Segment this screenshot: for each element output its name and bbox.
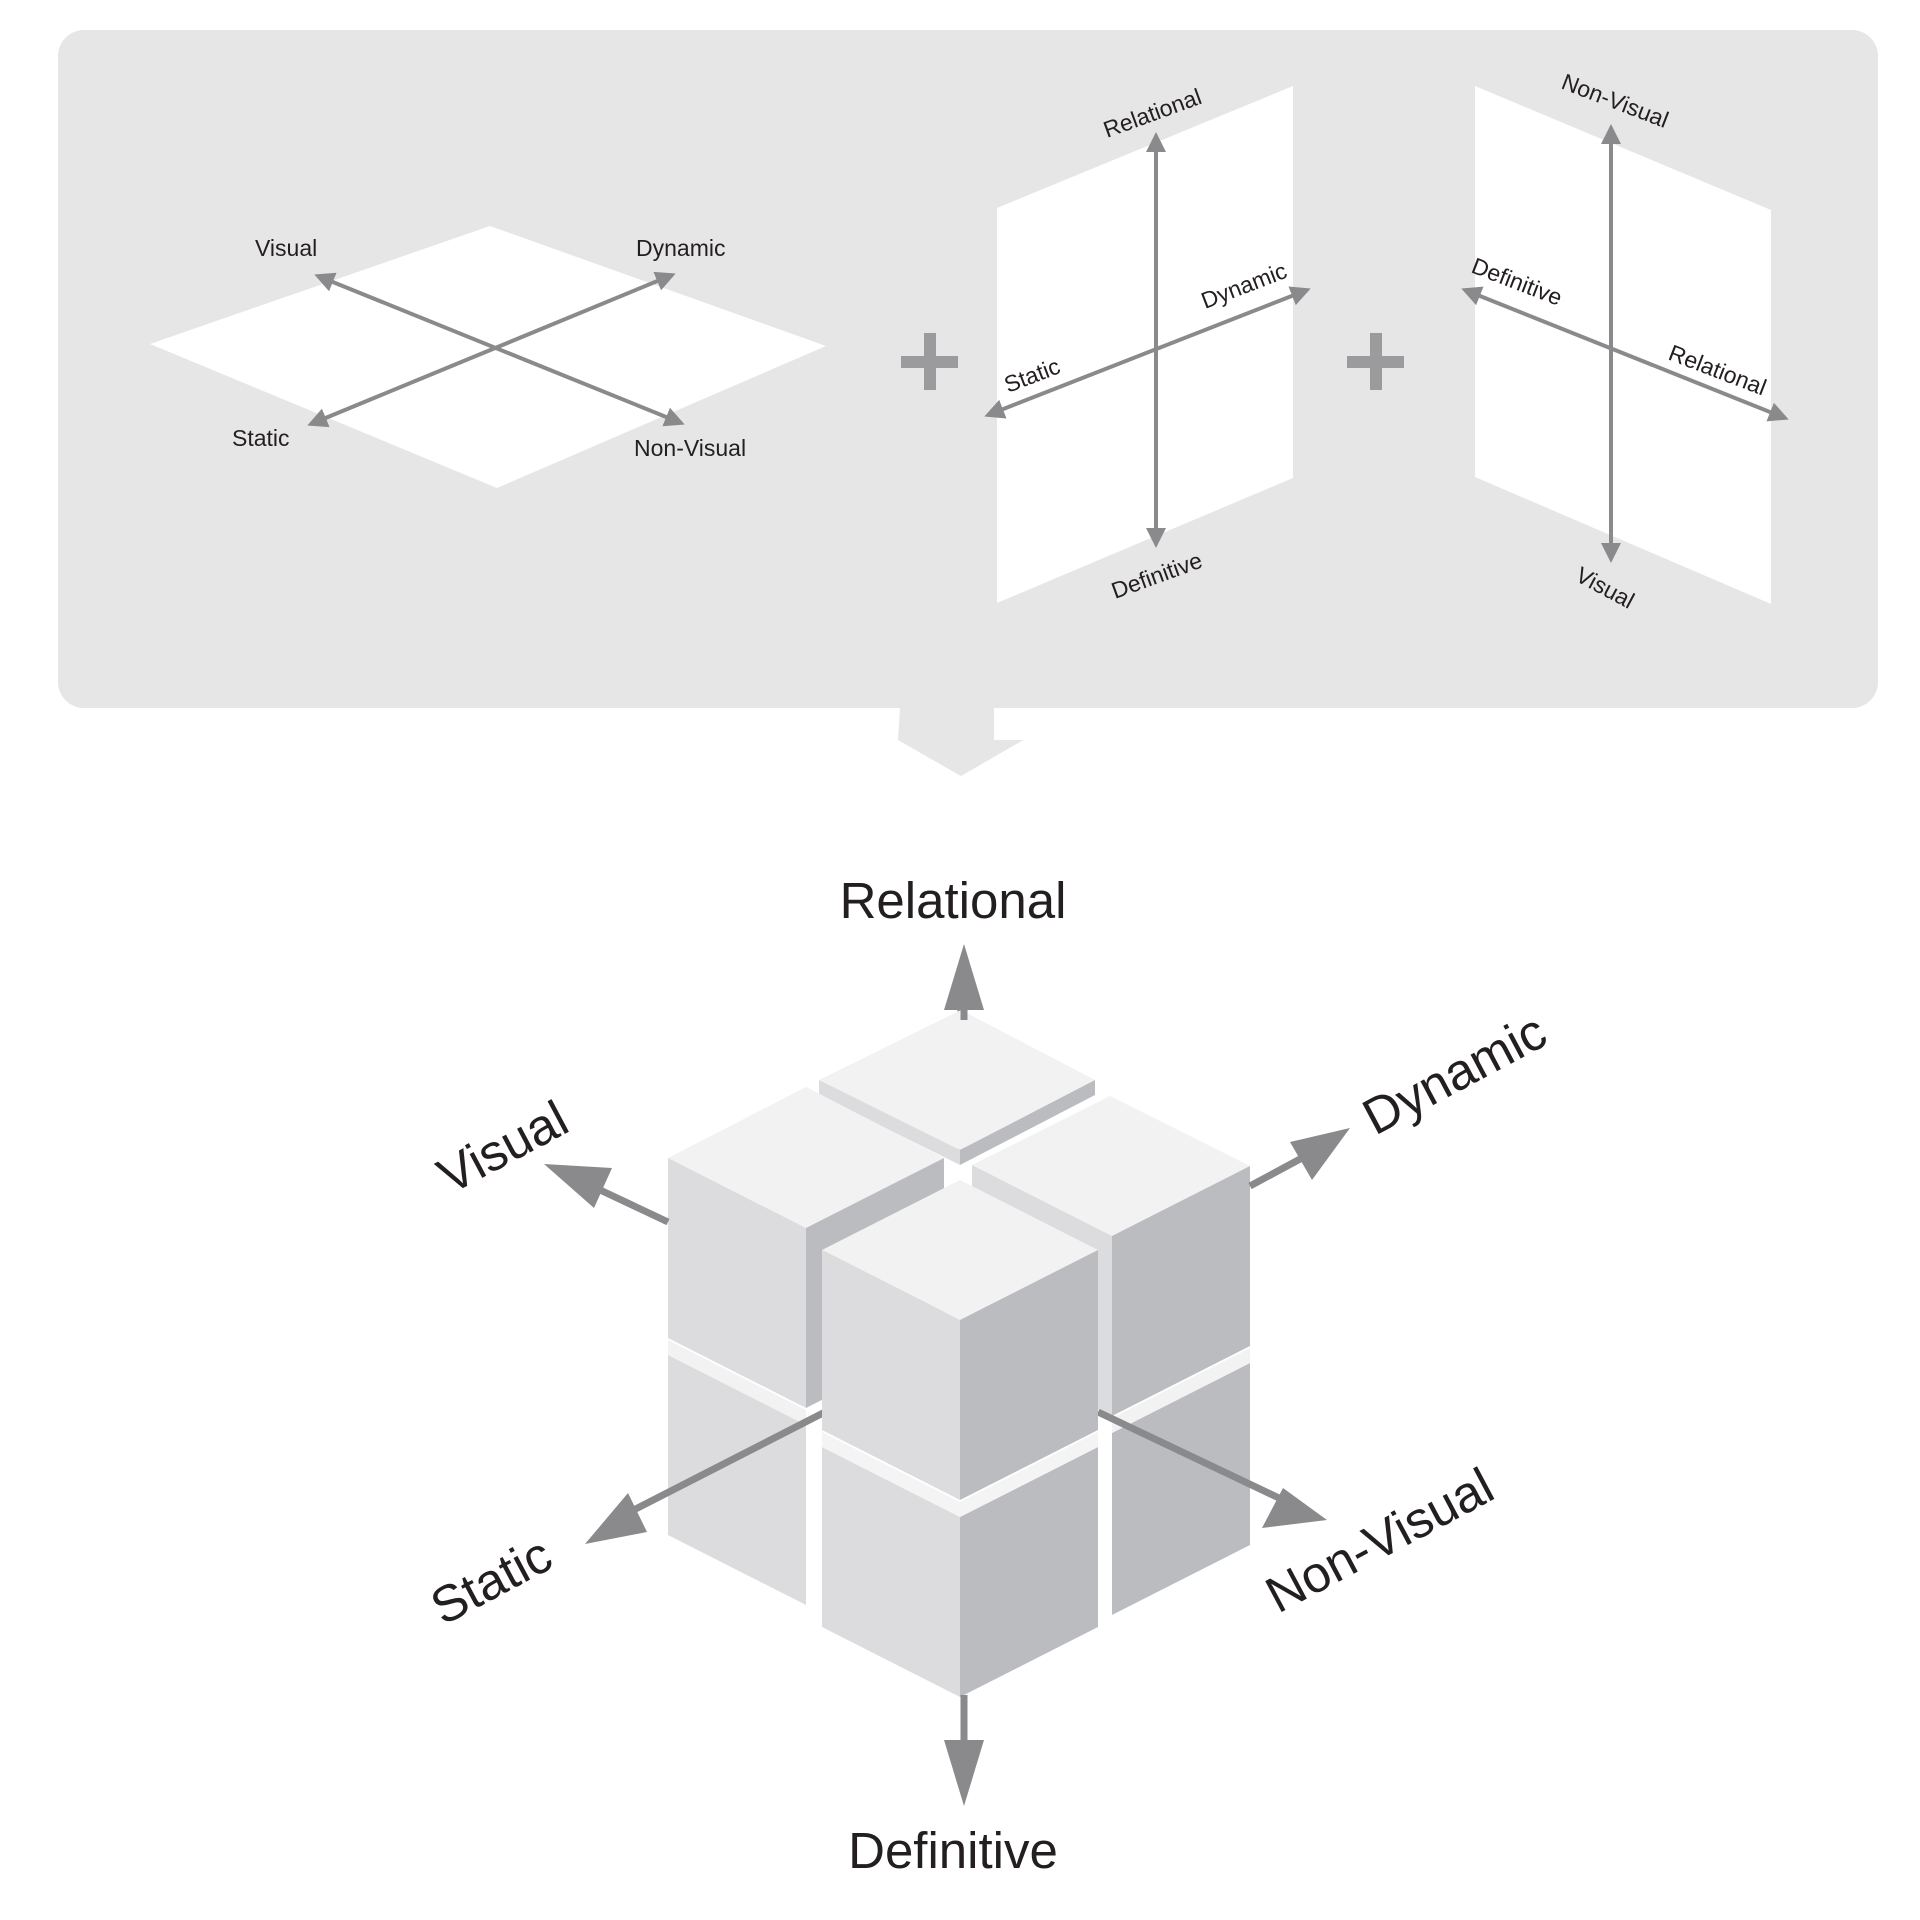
label-dynamic: Dynamic [636, 235, 725, 261]
axis-static-dynamic [984, 286, 1311, 419]
cube-back-right-edge [960, 1080, 1095, 1165]
arrow-non-visual [1262, 1488, 1327, 1528]
cube-front-bottom-right-face [960, 1447, 1098, 1697]
cube-front-bottom-left-face [822, 1447, 960, 1697]
axis-visual-stem [596, 1185, 670, 1226]
cube-label-relational: Relational [840, 872, 1067, 929]
cube-label-visual: Visual [428, 1090, 577, 1205]
cube-lower-left-left-face [668, 1355, 806, 1605]
plus-operator-2 [1347, 333, 1404, 390]
plane-vertical-front: Relational Dynamic Static Definitive [984, 83, 1311, 604]
axis-static-dynamic [307, 271, 676, 428]
axis-definitive-relational [1461, 286, 1789, 422]
plus-operator-1 [901, 333, 958, 390]
cube-label-static: Static [421, 1525, 560, 1635]
arrow-dynamic [1290, 1128, 1350, 1180]
cube-back-left-edge [819, 1080, 960, 1165]
cube-right-top-face [972, 1096, 1250, 1236]
top-panel [58, 30, 1878, 708]
cube-left-top-face [668, 1087, 944, 1228]
label-non-visual: Non-Visual [634, 435, 746, 461]
axis-nonvisual-stem [1096, 1408, 1302, 1512]
cube-label-definitive: Definitive [848, 1822, 1058, 1879]
cube-3d: Relational Dynamic Visual Static Non-Vis… [421, 872, 1555, 1879]
cube-label-dynamic: Dynamic [1353, 1002, 1555, 1145]
arrow-static [585, 1493, 647, 1544]
down-arrow-head [898, 708, 1023, 776]
cube-back-top-face [819, 1010, 1095, 1150]
axis-static-stem [620, 1408, 827, 1520]
cube-lower-right-right-face [1112, 1363, 1250, 1615]
cube-front-left-face [822, 1250, 960, 1500]
cube-front-right-face [960, 1250, 1098, 1500]
plane-horizontal: Visual Dynamic Static Non-Visual [150, 226, 826, 488]
cube-label-non-visual: Non-Visual [1256, 1457, 1502, 1624]
cube-front-gap [822, 1432, 1098, 1517]
arrow-visual [544, 1164, 612, 1208]
cube-lower-right-gap [1112, 1348, 1250, 1433]
cube-right-right-face [1112, 1166, 1250, 1416]
cube-left-left-face [668, 1158, 806, 1408]
label-visual: Visual [255, 235, 317, 261]
cube-lower-left-gap [668, 1340, 806, 1425]
arrow-relational [944, 944, 984, 1010]
axis-dynamic-stem [1248, 1154, 1304, 1190]
arrow-definitive [944, 1740, 984, 1806]
label-static: Static [232, 425, 290, 451]
